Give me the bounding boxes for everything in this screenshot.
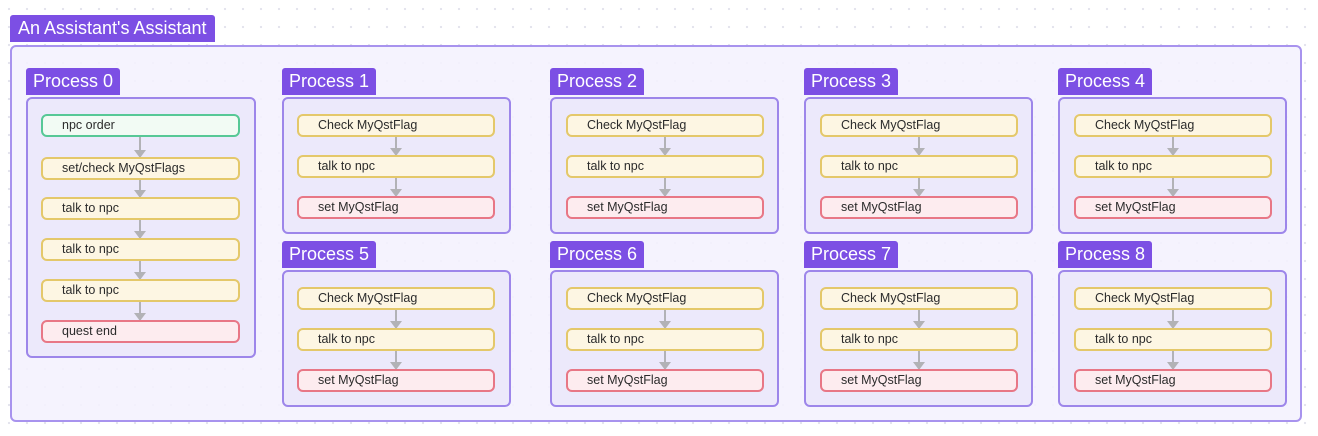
process-7-step-talk[interactable]: talk to npc [820, 328, 1018, 351]
process-6-step-check[interactable]: Check MyQstFlag [566, 287, 764, 310]
process-5-step-set[interactable]: set MyQstFlag [297, 369, 495, 392]
process-0-step-3[interactable]: talk to npc [41, 197, 240, 220]
process-2-connector-1 [659, 137, 671, 156]
process-5-step-check[interactable]: Check MyQstFlag [297, 287, 495, 310]
process-0-step-5[interactable]: talk to npc [41, 279, 240, 302]
process-4-title[interactable]: Process 4 [1058, 68, 1153, 95]
process-0-connector-1 [134, 137, 146, 158]
process-2-title[interactable]: Process 2 [550, 68, 645, 95]
process-8-title[interactable]: Process 8 [1058, 241, 1153, 268]
process-3-step-talk[interactable]: talk to npc [820, 155, 1018, 178]
process-2-connector-2 [659, 178, 671, 197]
process-3-connector-2 [913, 178, 925, 197]
process-0-step-1[interactable]: npc order [41, 114, 240, 137]
process-0-connector-5 [134, 302, 146, 321]
process-1-connector-1 [390, 137, 402, 156]
process-6-connector-1 [659, 310, 671, 329]
process-3-connector-1 [913, 137, 925, 156]
process-0-step-6[interactable]: quest end [41, 320, 240, 343]
process-4-step-check[interactable]: Check MyQstFlag [1074, 114, 1272, 137]
process-0-step-2[interactable]: set/check MyQstFlags [41, 157, 240, 180]
process-6-connector-2 [659, 351, 671, 370]
process-5-connector-2 [390, 351, 402, 370]
process-0-connector-4 [134, 261, 146, 280]
process-8-step-talk[interactable]: talk to npc [1074, 328, 1272, 351]
process-1-step-talk[interactable]: talk to npc [297, 155, 495, 178]
process-4-step-set[interactable]: set MyQstFlag [1074, 196, 1272, 219]
process-8-connector-1 [1167, 310, 1179, 329]
process-1-step-check[interactable]: Check MyQstFlag [297, 114, 495, 137]
process-8-step-check[interactable]: Check MyQstFlag [1074, 287, 1272, 310]
process-7-step-set[interactable]: set MyQstFlag [820, 369, 1018, 392]
process-5-step-talk[interactable]: talk to npc [297, 328, 495, 351]
process-5-title[interactable]: Process 5 [282, 241, 377, 268]
process-7-title[interactable]: Process 7 [804, 241, 899, 268]
process-6-title[interactable]: Process 6 [550, 241, 645, 268]
process-4-step-talk[interactable]: talk to npc [1074, 155, 1272, 178]
process-2-step-set[interactable]: set MyQstFlag [566, 196, 764, 219]
process-2-step-talk[interactable]: talk to npc [566, 155, 764, 178]
process-1-connector-2 [390, 178, 402, 197]
process-3-step-check[interactable]: Check MyQstFlag [820, 114, 1018, 137]
process-0-connector-2 [134, 180, 146, 198]
process-3-title[interactable]: Process 3 [804, 68, 899, 95]
process-1-title[interactable]: Process 1 [282, 68, 377, 95]
process-3-step-set[interactable]: set MyQstFlag [820, 196, 1018, 219]
process-4-connector-1 [1167, 137, 1179, 156]
process-6-step-set[interactable]: set MyQstFlag [566, 369, 764, 392]
process-1-step-set[interactable]: set MyQstFlag [297, 196, 495, 219]
process-2-step-check[interactable]: Check MyQstFlag [566, 114, 764, 137]
board-title: An Assistant's Assistant [10, 15, 215, 42]
process-7-connector-1 [913, 310, 925, 329]
process-8-connector-2 [1167, 351, 1179, 370]
process-7-step-check[interactable]: Check MyQstFlag [820, 287, 1018, 310]
process-7-connector-2 [913, 351, 925, 370]
process-0-title[interactable]: Process 0 [26, 68, 121, 95]
process-0-connector-3 [134, 220, 146, 239]
process-0-step-4[interactable]: talk to npc [41, 238, 240, 261]
process-6-step-talk[interactable]: talk to npc [566, 328, 764, 351]
process-4-connector-2 [1167, 178, 1179, 197]
process-8-step-set[interactable]: set MyQstFlag [1074, 369, 1272, 392]
process-5-connector-1 [390, 310, 402, 329]
